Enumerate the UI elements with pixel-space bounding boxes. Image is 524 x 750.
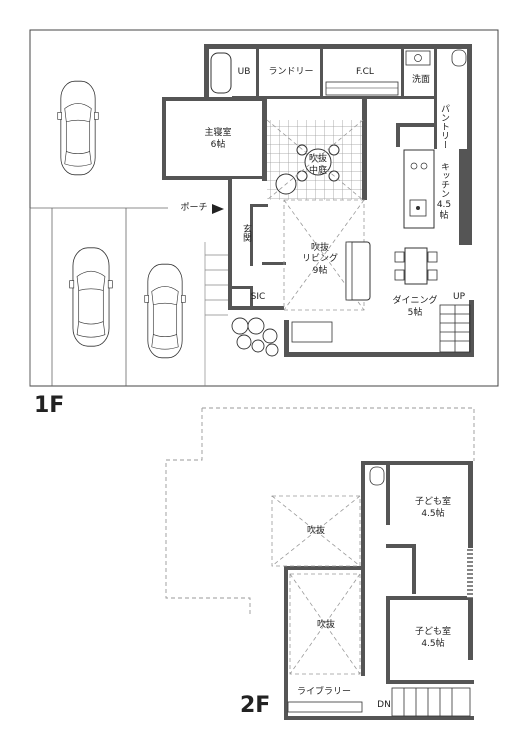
- room-living-size: 9帖: [312, 266, 328, 276]
- dining-table-icon: [394, 247, 438, 285]
- toilet-icon: [369, 466, 385, 486]
- first-floor: [29, 29, 499, 387]
- courtyard-label: 吹抜: [308, 154, 327, 164]
- kitchen-island: [403, 149, 435, 229]
- second-floor-walls: [284, 461, 474, 720]
- room-dining-label: ダイニング: [392, 296, 438, 306]
- room-kids-1-size: 4.5帖: [421, 509, 445, 519]
- stairs-2f: [391, 687, 471, 717]
- room-master-bedroom-size: 6帖: [210, 140, 226, 150]
- railing: [467, 548, 473, 598]
- floor-label-1f: 1F: [34, 393, 65, 418]
- floor-label-2f: 2F: [240, 693, 271, 718]
- room-washroom-label: 洗面: [411, 75, 430, 85]
- approach-steps: [204, 242, 228, 386]
- void-2: [289, 573, 361, 675]
- room-kids-2-label: 子ども室: [414, 627, 451, 637]
- void-2-label: 吹抜: [316, 620, 335, 630]
- second-floor: [165, 407, 475, 720]
- porch-label: ポーチ: [180, 203, 208, 213]
- interior-walls: [232, 49, 437, 306]
- exterior-walls: [162, 44, 474, 357]
- room-master-bedroom-label: 主寝室: [204, 128, 232, 138]
- room-ub-label: UB: [237, 67, 251, 77]
- living-void-label: 吹抜: [310, 243, 329, 253]
- shrub-icon: [231, 317, 279, 357]
- stairs-up-label: UP: [452, 292, 465, 302]
- car-icon: [69, 247, 113, 347]
- room-pantry-label: パントリー: [439, 104, 449, 149]
- room-library-label: ライブラリー: [296, 687, 351, 697]
- toilet-icon: [451, 49, 467, 67]
- room-sic-label: SIC: [250, 292, 266, 302]
- stairs-down-label: DN: [377, 700, 391, 710]
- void-1-label: 吹抜: [306, 526, 325, 536]
- room-kids-2-size: 4.5帖: [421, 639, 445, 649]
- bathtub-icon: [210, 52, 232, 94]
- room-living-label: リビング: [301, 254, 338, 264]
- room-kitchen-label: キッチン: [439, 162, 449, 198]
- car-icon: [144, 263, 186, 359]
- room-kids-1-label: 子ども室: [414, 497, 451, 507]
- entrance-label: 玄関: [241, 224, 251, 242]
- courtyard-sub-label: 中庭: [308, 166, 327, 176]
- entry-arrow-icon: [212, 204, 224, 214]
- void-1: [271, 495, 361, 567]
- room-fcl-label: F.CL: [356, 67, 374, 77]
- room-laundry-label: ランドリー: [268, 67, 314, 77]
- stairs-1f: [439, 304, 471, 353]
- car-icon: [57, 80, 99, 176]
- room-kitchen-size: 4.5帖: [436, 200, 452, 221]
- roof-outline: [165, 407, 475, 616]
- room-dining-size: 5帖: [407, 308, 423, 318]
- basin-icon: [405, 50, 431, 66]
